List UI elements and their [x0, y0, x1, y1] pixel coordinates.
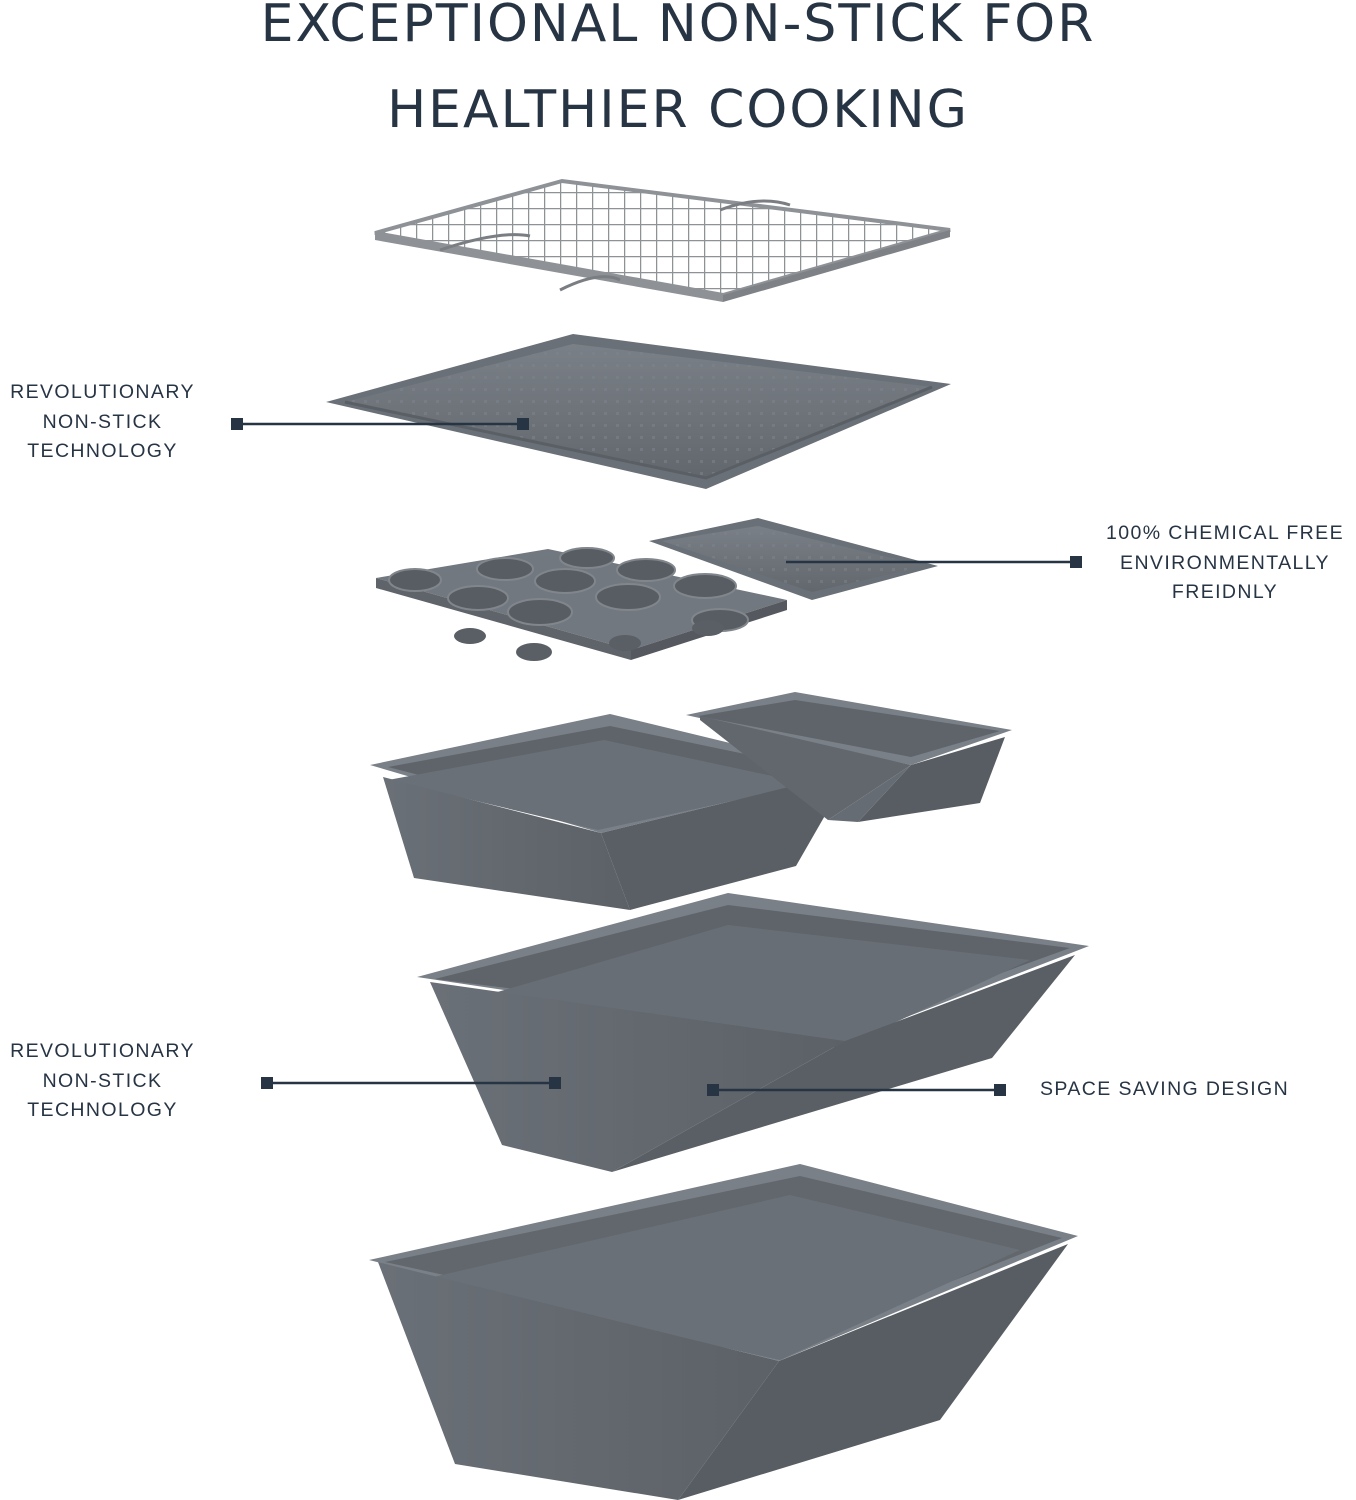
loaf-pan: [686, 692, 1012, 822]
callout-space-saving: SPACE SAVING DESIGN: [1040, 1075, 1320, 1105]
callout-chemical-free: 100% CHEMICAL FREE ENVIRONMENTALLY FREID…: [1094, 519, 1356, 608]
callout-line: NON-STICK: [42, 410, 163, 433]
callout-line: SPACE SAVING DESIGN: [1040, 1078, 1290, 1100]
headline-line-1: EXCEPTIONAL NON-STICK FOR: [260, 0, 1096, 54]
headline-line-2: HEALTHIER COOKING: [387, 80, 969, 140]
callout-line: TECHNOLOGY: [27, 1099, 178, 1121]
callout-revolutionary-non-stick-bottom: REVOLUTIONARY NON-STICK TECHNOLOGY: [0, 1037, 205, 1126]
callout-leader-4: [707, 1084, 1006, 1096]
muffin-pan: [376, 547, 787, 661]
callout-line: TECHNOLOGY: [27, 440, 178, 462]
callout-revolutionary-non-stick-top: REVOLUTIONARY NON-STICK TECHNOLOGY: [0, 378, 205, 467]
callout-line: REVOLUTIONARY: [10, 1040, 195, 1062]
baking-sheet: [326, 334, 951, 489]
callout-line: NON-STICK: [42, 1069, 163, 1092]
square-cake-pan: [370, 714, 850, 910]
cooling-rack: [374, 178, 951, 302]
callout-line: FREIDNLY: [1171, 581, 1279, 603]
callout-leader-3: [261, 1077, 561, 1089]
callout-line: REVOLUTIONARY: [10, 381, 195, 403]
callout-leader-2: [786, 556, 1082, 568]
callout-leader-1: [231, 418, 529, 430]
roasting-pan: [417, 893, 1089, 1172]
large-baking-dish: [369, 1164, 1078, 1500]
callout-line: 100% CHEMICAL FREE: [1106, 522, 1344, 544]
small-tray: [649, 518, 938, 600]
callout-line: ENVIRONMENTALLY: [1120, 551, 1330, 574]
